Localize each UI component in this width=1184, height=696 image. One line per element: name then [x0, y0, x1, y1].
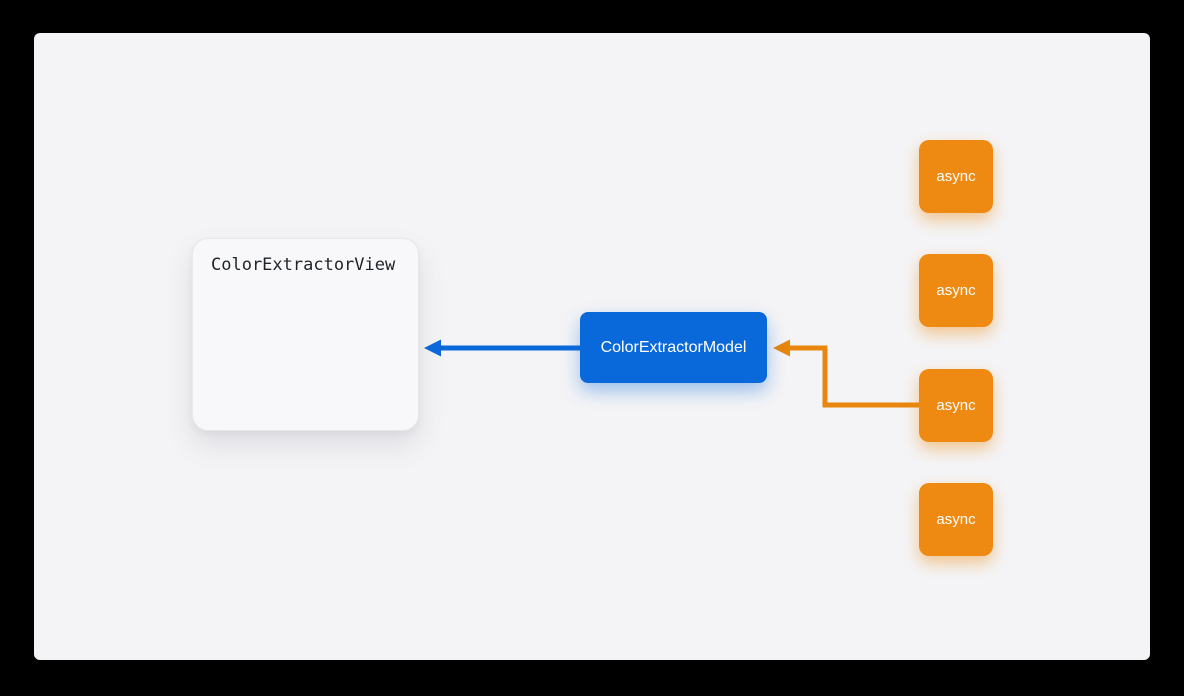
node-color-extractor-model-label: ColorExtractorModel — [600, 338, 747, 356]
node-async-1-label: async — [936, 168, 976, 185]
node-async-4[interactable]: async — [919, 483, 993, 556]
edge-async3-to-model-arrowhead-icon — [773, 339, 790, 357]
node-color-extractor-model[interactable]: ColorExtractorModel — [580, 312, 767, 383]
edge-async3-to-model — [788, 345, 919, 408]
node-async-1[interactable]: async — [919, 140, 993, 213]
node-async-2-label: async — [936, 282, 976, 299]
node-async-3[interactable]: async — [919, 369, 993, 442]
edge-model-to-view-arrowhead-icon — [424, 339, 441, 357]
node-color-extractor-view-label: ColorExtractorView — [211, 255, 396, 275]
node-color-extractor-view[interactable]: ColorExtractorView — [192, 238, 419, 431]
diagram-canvas: ColorExtractorView ColorExtractorModel a… — [34, 33, 1150, 660]
node-async-4-label: async — [936, 511, 976, 528]
node-async-3-label: async — [936, 397, 976, 414]
node-async-2[interactable]: async — [919, 254, 993, 327]
